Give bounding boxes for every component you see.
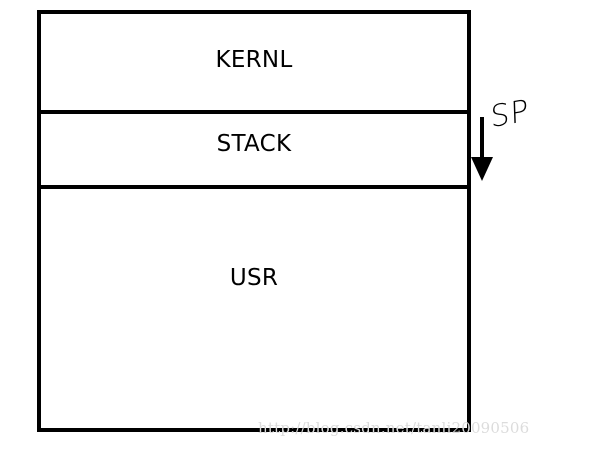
stack-segment: STACK bbox=[41, 110, 467, 185]
stack-segment-label: STACK bbox=[216, 130, 292, 157]
kernel-segment: KERNL bbox=[41, 14, 467, 110]
kernel-stack-divider bbox=[41, 110, 467, 114]
stack-pointer-label: SP bbox=[490, 93, 530, 136]
usr-segment-label: USR bbox=[229, 264, 279, 291]
stack-usr-divider bbox=[41, 185, 467, 189]
stack-pointer-arrow-icon bbox=[471, 117, 493, 181]
usr-segment: USR bbox=[41, 185, 467, 428]
kernel-segment-label: KERNL bbox=[215, 47, 293, 73]
memory-layout-box: KERNL STACK USR bbox=[37, 10, 471, 432]
watermark-text: http://blog.csdn.net/tanli20090506 bbox=[258, 419, 530, 437]
